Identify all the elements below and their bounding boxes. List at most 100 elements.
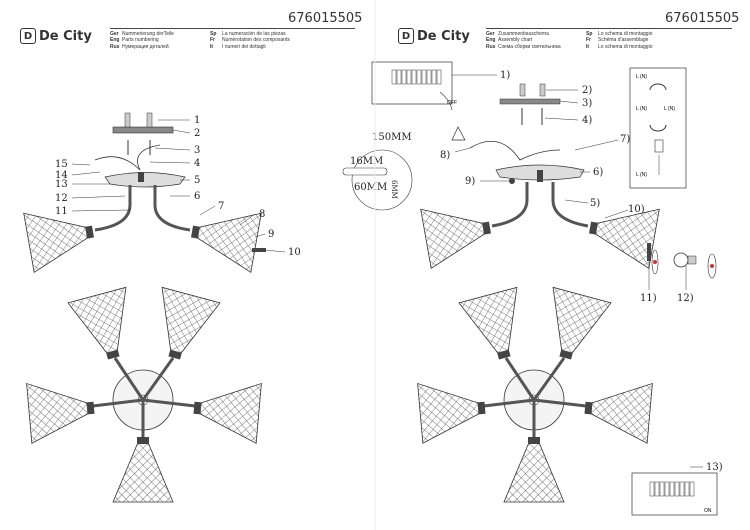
dimension-60: 60MM	[354, 182, 387, 193]
arm	[491, 182, 529, 228]
switch-on-label: ON	[704, 508, 712, 514]
language-text: Numérotation des composants	[222, 37, 290, 44]
arm	[551, 182, 589, 228]
language-code: Rus	[110, 43, 120, 50]
left-parts-view: 1 2 3 4 5 6 7 8 9 10 11 12 13 14 15	[23, 112, 301, 273]
twist-arrow-icon	[649, 83, 667, 91]
lamp-shade	[503, 436, 565, 503]
part-number: 9	[268, 229, 274, 240]
part-number: 5	[194, 175, 200, 186]
language-text: Схема сборки светильника	[498, 43, 561, 50]
lamp-shade	[26, 377, 98, 444]
part-number: 8	[259, 209, 265, 220]
step-number: 11)	[640, 293, 657, 304]
right-bottom-view	[417, 286, 653, 503]
part-number: 3	[194, 145, 200, 156]
document-id-right: 676015505	[665, 11, 740, 26]
step-number: 6)	[593, 167, 603, 178]
arm	[153, 185, 191, 232]
language-code: Eng	[110, 37, 120, 44]
wall-plug	[146, 112, 153, 128]
language-text: I numeri dei dettagli	[222, 43, 266, 50]
part-number: 12	[55, 193, 68, 204]
wire-label: L (N)	[636, 74, 647, 80]
language-text: Нумерация деталей	[122, 43, 169, 50]
language-text: Schéma d'assemblage	[598, 37, 649, 44]
language-code: It	[210, 43, 214, 50]
lamp-shade	[417, 377, 489, 444]
lamp-shade	[190, 377, 262, 444]
arm	[94, 185, 132, 232]
step-number: 1)	[500, 70, 510, 81]
language-text: Assembly chart	[498, 37, 533, 44]
warning-triangle-icon	[451, 126, 466, 141]
language-text: La numeración de las piezas	[222, 31, 286, 37]
wiring-panel	[629, 67, 687, 189]
part-number: 10	[288, 247, 301, 258]
lamp-shade	[581, 377, 653, 444]
lamp-shade	[458, 286, 535, 367]
hand-arrow	[439, 91, 453, 111]
language-text: Parts numbering	[122, 37, 159, 44]
language-text: Nummerierung derTeile	[122, 31, 174, 37]
step-number: 4)	[582, 115, 592, 126]
step-number: 3)	[582, 98, 592, 109]
lamp-shade	[420, 197, 496, 269]
language-code: Sp	[586, 31, 593, 37]
language-code: Rus	[486, 43, 496, 50]
wire-label: L (N)	[636, 106, 647, 112]
canopy	[104, 172, 186, 188]
step-number: 10)	[628, 204, 645, 215]
document-id-left: 676015505	[288, 11, 363, 26]
lamp-shade	[535, 286, 612, 367]
bracket-outline	[342, 167, 388, 176]
language-label-row: Sp La numeración de las piezas	[210, 31, 290, 37]
part-number: 15	[55, 159, 68, 170]
template-circle	[351, 149, 413, 211]
logo-mark-icon: D	[398, 28, 414, 44]
shade-ring	[647, 243, 651, 261]
step-number: 12)	[677, 293, 694, 304]
dimension-16: 16MM	[350, 156, 383, 167]
part-number: 11	[55, 206, 68, 217]
part-number: 14	[55, 170, 68, 181]
language-code: Fr	[586, 37, 591, 44]
brand-logo-right: D De City	[398, 28, 470, 44]
part-number: 7	[218, 201, 224, 212]
language-code: Ger	[110, 31, 119, 37]
logo-text: De City	[39, 28, 92, 44]
part-number: 2	[194, 128, 200, 139]
mounting-bracket	[499, 98, 561, 105]
step-number: 9)	[465, 176, 475, 187]
wire-label: L (N)	[664, 106, 675, 112]
language-code: Fr	[210, 37, 215, 44]
language-label-row: Fr Schéma d'assemblage	[586, 37, 652, 43]
part-number: 4	[194, 158, 200, 169]
lamp-shade	[67, 286, 144, 367]
step-number: 13)	[706, 462, 723, 473]
logo-text: De City	[417, 28, 470, 44]
language-code: Sp	[210, 31, 217, 37]
lamp-shade	[144, 286, 221, 367]
part-number: 13	[55, 179, 68, 190]
language-code: It	[586, 43, 590, 50]
step-number: 7)	[620, 134, 630, 145]
logo-mark-icon: D	[20, 28, 36, 44]
language-label-row: Fr Numérotation des composants	[210, 37, 290, 43]
step-number: 5)	[590, 198, 600, 209]
canopy-nut	[138, 172, 144, 182]
lamp-shade	[186, 201, 262, 273]
dimension-diameter: 150MM	[372, 132, 412, 143]
left-bottom-view	[26, 286, 262, 503]
part-number: 1	[194, 115, 200, 126]
mounting-bracket	[112, 126, 174, 134]
